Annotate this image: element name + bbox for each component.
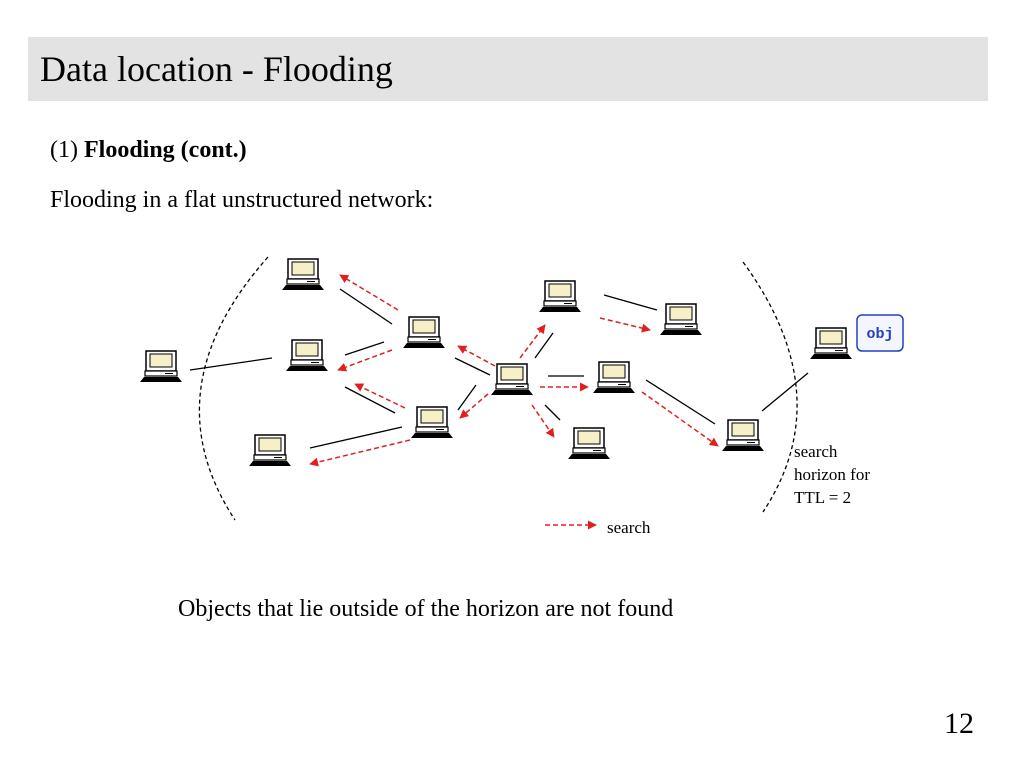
search-arrow <box>531 404 555 438</box>
search-arrow <box>599 317 651 333</box>
link <box>344 341 385 356</box>
link <box>544 404 561 421</box>
subheading: (1) Flooding (cont.) <box>50 136 247 164</box>
object-badge: obj <box>856 314 904 352</box>
search-arrow <box>354 383 406 409</box>
computer-icon <box>285 339 329 372</box>
computer-icon <box>809 327 853 360</box>
search-arrow <box>339 274 399 311</box>
horizon-label: search horizon for TTL = 2 <box>794 442 871 507</box>
link <box>189 357 273 371</box>
link <box>645 379 716 425</box>
link <box>339 288 393 325</box>
computer-icon <box>281 258 325 291</box>
computer-icon <box>659 303 703 336</box>
computer-icon <box>592 361 636 394</box>
network-links <box>189 288 809 449</box>
search-arrows <box>309 274 719 467</box>
legend-label: search <box>607 518 651 537</box>
computer-icon <box>721 419 765 452</box>
search-arrow <box>309 439 411 467</box>
subheading-bold: Flooding (cont.) <box>83 137 247 163</box>
object-label: obj <box>866 326 893 343</box>
computer-icon <box>538 280 582 313</box>
slide-title: Data location - Flooding <box>40 49 393 89</box>
link <box>534 332 554 359</box>
link <box>761 372 809 412</box>
link <box>309 426 403 449</box>
link <box>344 386 396 414</box>
link <box>454 357 491 376</box>
search-arrow <box>337 349 393 372</box>
conclusion-text: Objects that lie outside of the horizon … <box>178 596 674 622</box>
page-number: 12 <box>944 707 974 740</box>
search-arrow <box>459 393 489 419</box>
network-nodes <box>139 258 853 467</box>
computer-icon <box>139 350 183 383</box>
computer-icon <box>490 363 534 396</box>
computer-icon <box>410 406 454 439</box>
intro-text: Flooding in a flat unstructured network: <box>50 187 434 213</box>
search-arrow <box>519 324 546 359</box>
link <box>603 294 658 311</box>
computer-icon <box>402 316 446 349</box>
horizon-left-arc <box>198 256 269 521</box>
computer-icon <box>248 434 292 467</box>
computer-icon <box>567 427 611 460</box>
subheading-prefix: (1) <box>50 137 84 163</box>
search-arrow <box>457 345 496 367</box>
horizon-right-arc <box>742 261 798 513</box>
link <box>457 384 477 411</box>
title-bar: Data location - Flooding <box>28 37 988 101</box>
